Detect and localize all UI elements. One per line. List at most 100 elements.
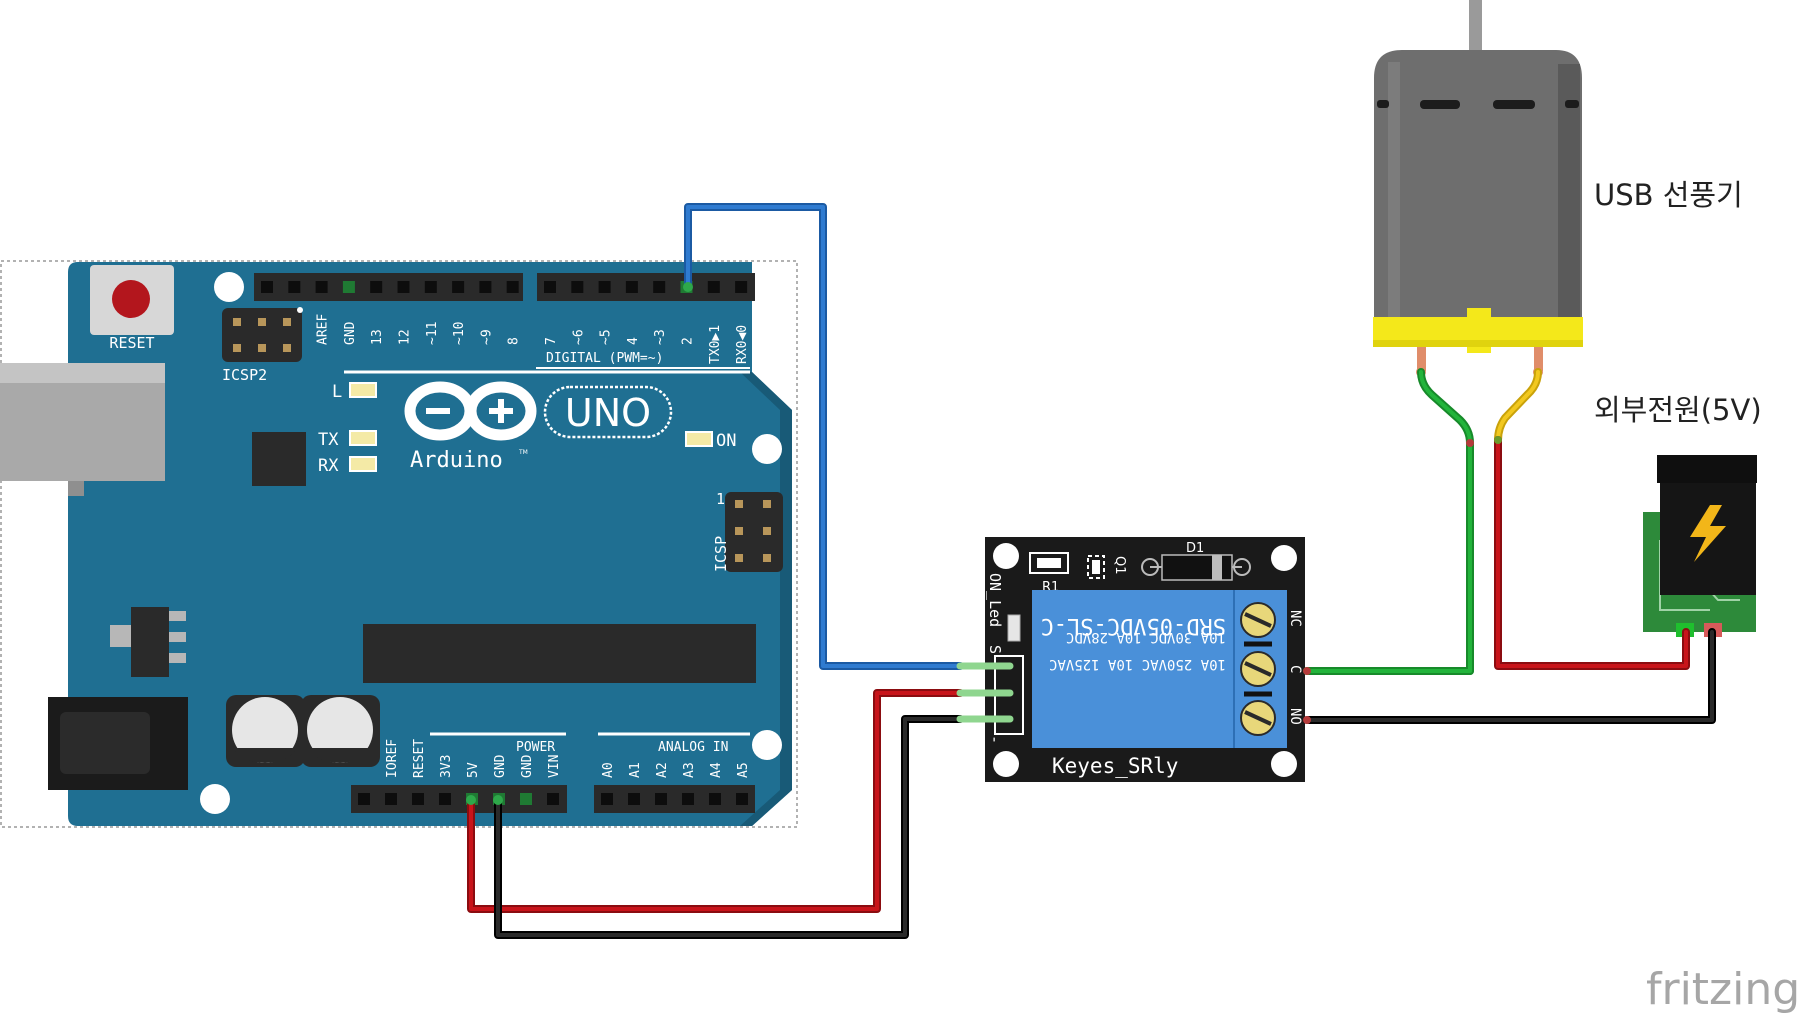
fritzing-watermark: fritzing (1646, 964, 1800, 1015)
header-pin (547, 793, 559, 805)
header-pin (544, 281, 556, 293)
jack-top (1657, 455, 1757, 483)
header-pin (520, 793, 532, 805)
header-pin (736, 793, 748, 805)
header-pin (628, 793, 640, 805)
pin-label: IOREF (385, 739, 400, 778)
header-pin (571, 281, 584, 293)
mounting-hole (752, 730, 782, 760)
diode-band (1212, 555, 1222, 580)
wire-endpoint (1494, 436, 1502, 444)
usb-connector-tab (68, 481, 84, 496)
usb-connector-top (0, 363, 165, 383)
header-pin (385, 793, 397, 805)
pin-label: GND (520, 754, 535, 778)
pin-label: 8 (507, 337, 522, 345)
digital-label: DIGITAL (PWM=~) (546, 351, 663, 366)
pin-label: RX0◀0 (735, 325, 750, 364)
led-rx-label: RX (318, 456, 339, 476)
wire-endpoint (466, 795, 476, 805)
wire-power-red-core (1496, 438, 1688, 668)
led-tx (349, 430, 377, 446)
bottom-header-pins (358, 793, 748, 805)
header-pin (601, 793, 613, 805)
pin-label: AREF (316, 314, 331, 345)
pin-label: A2 (655, 762, 670, 778)
pin-label: 12 (398, 329, 413, 345)
motor-shaft (1469, 0, 1482, 52)
logo-arduino: Arduino (410, 448, 503, 473)
on-led (1007, 614, 1021, 642)
uno-badge (543, 385, 673, 439)
pin-label: 5V (466, 762, 481, 778)
usb-fan-motor (1373, 0, 1583, 377)
header-pin (315, 281, 328, 293)
pin-label: A3 (682, 762, 697, 778)
top-header-right (537, 273, 755, 301)
wire-endpoint (1303, 667, 1311, 675)
icsp-label: ICSP (712, 536, 730, 572)
pin-label: ~10 (452, 322, 467, 345)
motor-vents (1377, 100, 1579, 109)
q1-label: Q1 (1112, 556, 1127, 575)
wire-endpoint (493, 795, 503, 805)
header-pin (342, 281, 355, 293)
diode-pad (1233, 558, 1251, 576)
header-pin (655, 793, 667, 805)
lightning-icon (1690, 505, 1726, 562)
icsp-header (725, 492, 783, 572)
wire-power-black-core (1305, 630, 1714, 722)
arduino-pcb (68, 262, 792, 826)
header-pin (479, 281, 492, 293)
no-label: NO (1287, 708, 1303, 725)
pin-minus-label: - (986, 735, 1004, 744)
analog-label: ANALOG IN (658, 740, 728, 755)
mounting-hole (214, 272, 244, 302)
header-pin (709, 793, 721, 805)
power-label: POWER (516, 740, 555, 755)
reset-label: RESET (109, 334, 154, 352)
header-pin (288, 281, 301, 293)
mounting-hole (752, 434, 782, 464)
led-rx (349, 456, 377, 472)
diode-pad (1141, 558, 1159, 576)
mounting-hole (200, 784, 230, 814)
led-on-label: ON (716, 431, 736, 451)
led-on (685, 431, 713, 447)
fan-label: USB 선풍기 (1594, 178, 1743, 212)
header-pin (625, 281, 638, 293)
led-tx-label: TX (318, 430, 339, 450)
wires (466, 203, 1716, 939)
header-pin (412, 793, 424, 805)
header-pin (261, 281, 273, 293)
relay-mount-hole (993, 543, 1019, 569)
external-power-jack (1643, 455, 1757, 637)
icsp-pin1-label: 1 (716, 490, 725, 508)
pin-s-label: S (986, 645, 1004, 654)
pin-label: 7 (544, 337, 559, 345)
pin-label: RESET (412, 739, 427, 778)
pin-label: VIN (547, 755, 562, 778)
pin-label: ~11 (425, 322, 440, 345)
header-pin (598, 281, 611, 293)
relay-coil-block (1032, 590, 1234, 748)
pin-label: ~9 (479, 329, 494, 345)
header-pin (397, 281, 410, 293)
top-header-pins (261, 281, 748, 293)
on-led-label: ON_Led (986, 573, 1004, 627)
relay-model: SRD-05VDC-SL-C (1041, 613, 1226, 638)
motor-terminal (1417, 347, 1426, 371)
pin-label: A5 (736, 762, 751, 778)
pin-label: 2 (681, 337, 696, 345)
dc-jack-inner (60, 712, 150, 774)
screw-terminal-nc (1240, 602, 1276, 638)
motor-body (1374, 50, 1582, 322)
wire-gnd-black-core (496, 717, 962, 937)
wire-5v-red-core (469, 691, 962, 911)
header-pin (682, 793, 694, 805)
relay-mount-hole (993, 751, 1019, 777)
reset-button[interactable] (112, 280, 150, 318)
